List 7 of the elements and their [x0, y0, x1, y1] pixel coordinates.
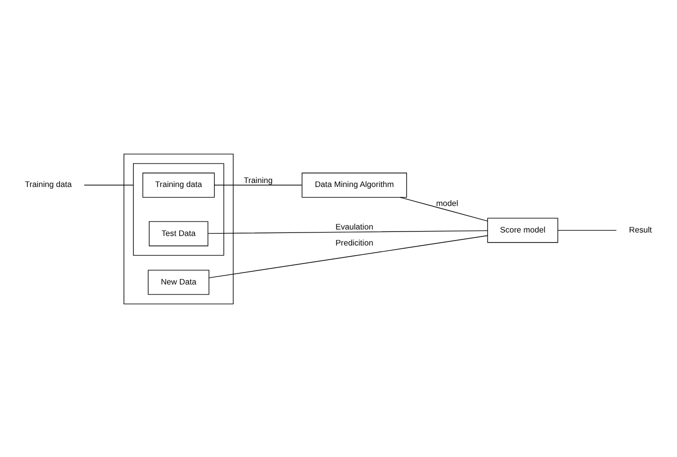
connector	[84, 184, 134, 185]
connector	[208, 234, 488, 278]
cluster	[133, 162, 224, 256]
cluster	[124, 153, 234, 304]
connector	[400, 196, 488, 221]
connector	[208, 230, 488, 234]
connector	[214, 184, 302, 185]
